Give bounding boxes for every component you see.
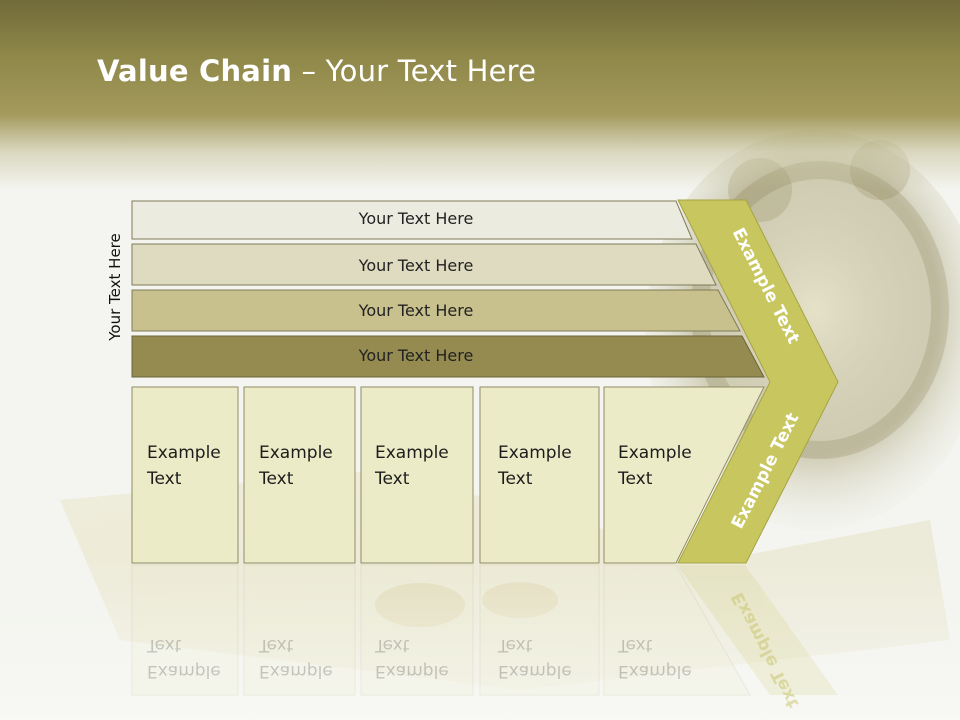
bar-4-label: Your Text Here bbox=[358, 346, 474, 365]
box-2-reflection-line2: Text bbox=[259, 635, 294, 655]
box-2-reflection-line1: Example bbox=[259, 661, 333, 681]
box-1-shape bbox=[131, 386, 239, 564]
box-4-reflection: Example Text bbox=[498, 632, 572, 684]
box-3-shape bbox=[360, 386, 474, 564]
box-3-line1: Example bbox=[375, 443, 449, 463]
bar-2-label: Your Text Here bbox=[358, 256, 474, 275]
box-3-reflection-line2: Text bbox=[375, 635, 410, 655]
box-2-shape bbox=[243, 386, 356, 564]
box-4-label: Example Text bbox=[498, 440, 572, 492]
box-5-shape bbox=[603, 386, 765, 564]
box-1-label: Example Text bbox=[147, 440, 221, 492]
bar-1-shape bbox=[131, 200, 693, 240]
bar-4-shape bbox=[131, 335, 765, 378]
box-1-reflection-line1: Example bbox=[147, 661, 221, 681]
chevron-arrow-shape bbox=[677, 199, 839, 564]
bar-2-shape bbox=[131, 243, 717, 286]
box-2-line2: Text bbox=[259, 469, 294, 489]
box-1-line1: Example bbox=[147, 443, 221, 463]
box-4-line1: Example bbox=[498, 443, 572, 463]
box-5-reflection-line2: Text bbox=[618, 635, 653, 655]
title-bold: Value Chain bbox=[97, 54, 293, 88]
box-5-reflection: Example Text bbox=[618, 632, 692, 684]
title-band bbox=[0, 0, 960, 190]
title-rest: – Your Text Here bbox=[292, 54, 537, 88]
bar-3-label: Your Text Here bbox=[358, 301, 474, 320]
bar-3-shape bbox=[131, 289, 741, 332]
box-1-line2: Text bbox=[147, 469, 182, 489]
box-5-reflection-line1: Example bbox=[618, 661, 692, 681]
box-3-reflection-line1: Example bbox=[375, 661, 449, 681]
box-5-line1: Example bbox=[618, 443, 692, 463]
box-1-reflection: Example Text bbox=[147, 632, 221, 684]
box-5-line2: Text bbox=[618, 469, 653, 489]
box-2-label: Example Text bbox=[259, 440, 333, 492]
box-4-reflection-line1: Example bbox=[498, 661, 572, 681]
box-1-reflection-line2: Text bbox=[147, 635, 182, 655]
box-2-reflection: Example Text bbox=[259, 632, 333, 684]
box-3-line2: Text bbox=[375, 469, 410, 489]
box-4-shape bbox=[479, 386, 600, 564]
box-3-label: Example Text bbox=[375, 440, 449, 492]
boxes-reflection bbox=[131, 564, 838, 696]
box-3-reflection: Example Text bbox=[375, 632, 449, 684]
bar-1-label: Your Text Here bbox=[358, 209, 474, 228]
box-5-label: Example Text bbox=[618, 440, 692, 492]
box-2-line1: Example bbox=[259, 443, 333, 463]
box-4-reflection-line2: Text bbox=[498, 635, 533, 655]
slide-title: Value Chain – Your Text Here bbox=[97, 54, 536, 88]
box-4-line2: Text bbox=[498, 469, 533, 489]
